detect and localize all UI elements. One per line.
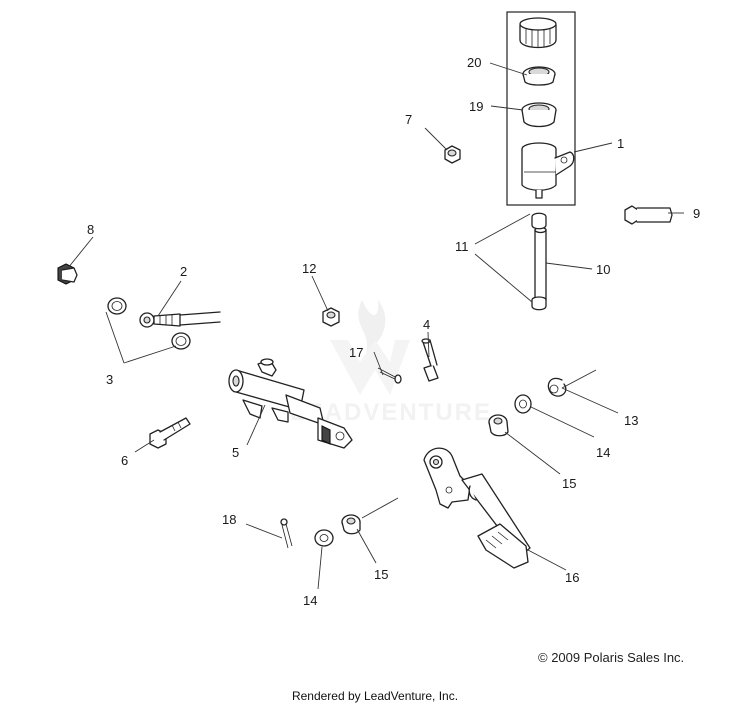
reservoir-body xyxy=(521,142,575,199)
callout-5: 5 xyxy=(232,445,239,460)
callout-15a: 15 xyxy=(562,476,576,491)
callout-16: 16 xyxy=(565,570,579,585)
callout-labels: 1 2 3 4 5 6 7 8 9 10 11 12 13 14 14 15 1… xyxy=(87,55,700,608)
nut-12 xyxy=(322,307,340,327)
crush-washer-upper xyxy=(107,297,127,315)
watermark-logo: LEADVENTURE xyxy=(290,300,490,426)
callout-17: 17 xyxy=(349,345,363,360)
callout-9: 9 xyxy=(693,206,700,221)
leader-lines xyxy=(67,62,684,590)
clevis-pin-4 xyxy=(421,338,439,382)
callout-15b: 15 xyxy=(374,567,388,582)
cotter-pin-18 xyxy=(280,518,293,549)
bushing-15-lower xyxy=(341,514,361,535)
callout-1: 1 xyxy=(617,136,624,151)
brake-pedal-16 xyxy=(423,447,531,569)
callout-18: 18 xyxy=(222,512,236,527)
callout-6: 6 xyxy=(121,453,128,468)
bolt-9 xyxy=(624,205,673,225)
copyright-notice: © 2009 Polaris Sales Inc. xyxy=(538,650,685,665)
washer-14-lower xyxy=(314,529,334,547)
callout-12: 12 xyxy=(302,261,316,276)
bushing-15-upper xyxy=(488,414,509,437)
callout-7: 7 xyxy=(405,112,412,127)
callout-19: 19 xyxy=(469,99,483,114)
callout-13: 13 xyxy=(624,413,638,428)
diaphragm-plate xyxy=(522,66,556,86)
callout-14a: 14 xyxy=(596,445,610,460)
master-cylinder-5 xyxy=(228,358,353,449)
callout-3: 3 xyxy=(106,372,113,387)
circlip-13 xyxy=(547,377,567,397)
callout-20: 20 xyxy=(467,55,481,70)
rendered-by-footer: Rendered by LeadVenture, Inc. xyxy=(291,689,459,703)
callout-14b: 14 xyxy=(303,593,317,608)
washer-14-upper xyxy=(514,394,532,414)
reservoir-assembly-box xyxy=(506,11,576,206)
callout-11: 11 xyxy=(455,239,469,254)
brake-line-2 xyxy=(139,311,221,328)
hose-clamp-upper xyxy=(531,212,547,230)
bolt-6 xyxy=(149,417,191,449)
callout-8: 8 xyxy=(87,222,94,237)
banjo-bolt-8 xyxy=(57,263,78,285)
hose-clamp-lower xyxy=(531,296,547,311)
diaphragm xyxy=(521,102,557,128)
callout-4: 4 xyxy=(423,317,430,332)
hose-10 xyxy=(534,226,547,301)
callout-2: 2 xyxy=(180,264,187,279)
reservoir-cap xyxy=(519,17,557,49)
crush-washer-lower xyxy=(171,332,191,350)
nut-7 xyxy=(444,145,461,164)
callout-10: 10 xyxy=(596,262,610,277)
